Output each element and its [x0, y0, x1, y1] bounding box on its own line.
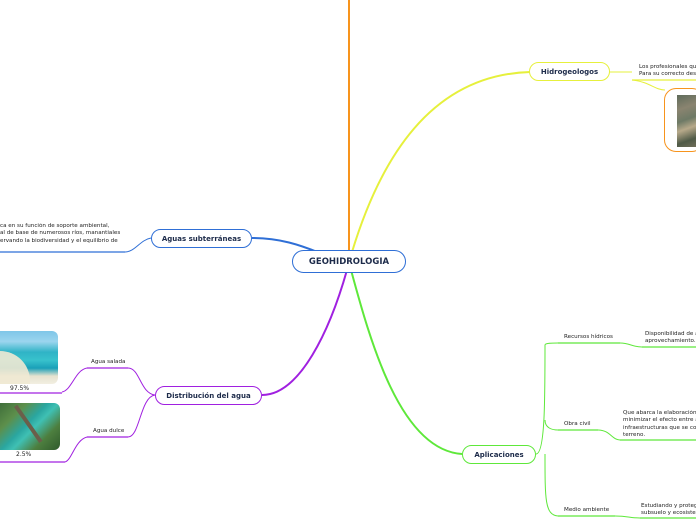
- medio-note-line: Estudiando y proteg: [641, 503, 696, 510]
- purple-sub-dulce: [128, 395, 155, 437]
- topic-distribucion-agua[interactable]: Distribución del agua: [155, 386, 262, 405]
- green-fork-obra: [545, 420, 558, 430]
- aguas-note-line: al de base de numerosos ríos, manantiale…: [0, 230, 124, 237]
- recursos-note-line: Disponibilidad de a: [645, 331, 696, 338]
- recursos-note-connector: [620, 343, 642, 347]
- obra-note-connector: [598, 430, 620, 440]
- topic-hidrogeologos[interactable]: Hidrogeologos: [529, 62, 610, 81]
- purple-branch: [262, 270, 347, 395]
- aguas-note-line: ervando la biodiversidad y el equilibrio…: [0, 238, 124, 245]
- central-topic[interactable]: GEOHIDROLOGIA: [292, 250, 406, 273]
- yellow-branch: [352, 72, 530, 252]
- topic-aplicaciones[interactable]: Aplicaciones: [462, 445, 536, 464]
- obra-note-line: infraestructuras que se co: [623, 425, 696, 432]
- hidrogeologos-note-line: Para su correcto desem: [639, 71, 696, 78]
- agua-dulce-photo: [0, 403, 60, 450]
- recursos-hidricos-note: Disponibilidad de a aprovechamiento.: [645, 331, 696, 346]
- river-rocks-image: [677, 95, 696, 147]
- agua-salada-label: Agua salada: [91, 359, 125, 366]
- recursos-hidricos-label: Recursos hídricos: [564, 334, 613, 341]
- obra-note-line: Que abarca la elaboración: [623, 410, 696, 417]
- obra-note-line: terreno.: [623, 432, 696, 439]
- topic-aguas-subterraneas[interactable]: Aguas subterráneas: [151, 229, 252, 248]
- beach-sand-shape: [0, 351, 30, 384]
- agua-dulce-label: Agua dulce: [93, 428, 124, 435]
- green-branch: [351, 270, 462, 454]
- blue-connector: [125, 238, 151, 252]
- agua-salada-photo: [0, 331, 58, 384]
- yellow-photo-connector: [632, 80, 665, 90]
- green-fork-medio: [545, 454, 558, 516]
- medio-ambiente-label: Medio ambiente: [564, 507, 609, 514]
- obra-civil-label: Obra civil: [564, 421, 591, 428]
- obra-note-line: minimizar el efecto entre a: [623, 417, 696, 424]
- medio-note-line: subsuelo y ecosiste: [641, 510, 696, 517]
- hidrogeologos-photo: [664, 88, 696, 152]
- agua-salada-percent: 97.5%: [10, 385, 29, 392]
- salada-photo-connector: [62, 368, 87, 392]
- dulce-photo-connector: [65, 437, 87, 462]
- medio-note-connector: [615, 516, 640, 518]
- medio-ambiente-note: Estudiando y proteg subsuelo y ecosiste: [641, 503, 696, 518]
- green-fork: [536, 343, 558, 454]
- hidrogeologos-note: Los profesionales que Para su correcto d…: [639, 64, 696, 79]
- bridge-shape: [14, 405, 43, 443]
- recursos-note-line: aprovechamiento.: [645, 338, 696, 345]
- agua-dulce-percent: 2.5%: [16, 451, 31, 458]
- aguas-subterraneas-note: ca en su función de soporte ambiental, a…: [0, 223, 124, 245]
- hidrogeologos-note-line: Los profesionales que: [639, 64, 696, 71]
- obra-civil-note: Que abarca la elaboración minimizar el e…: [623, 410, 696, 439]
- purple-sub-salada: [128, 368, 155, 395]
